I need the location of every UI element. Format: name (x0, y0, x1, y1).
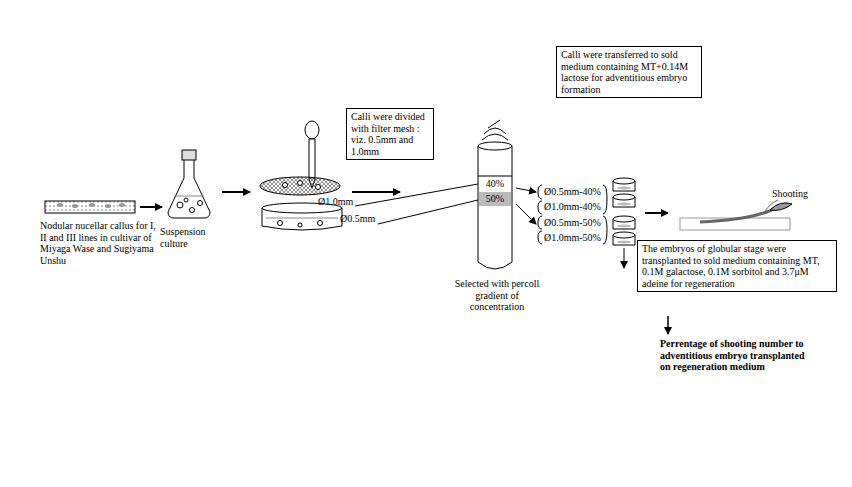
process-box: The embryos of globular stage were trans… (637, 240, 837, 292)
culture-dishes (613, 178, 635, 245)
step-label: Selected with percoll gradient of concen… (452, 278, 542, 313)
pipette-mesh-dish (260, 121, 342, 230)
result-label: Perrentage of shooting number to adventi… (660, 338, 810, 373)
flask (168, 150, 210, 218)
process-box: Calli were transferred to sold medium co… (556, 46, 702, 98)
process-box: Calli were divided with filter mesh : vi… (346, 108, 434, 160)
flask-label: Suspension culture (160, 226, 230, 249)
callus-plate (45, 201, 135, 213)
fraction-label: Ø0.5mm-50% (544, 217, 604, 229)
centrifuge-tube (478, 120, 512, 269)
fraction-label: Ø0.5mm-40% (544, 186, 604, 198)
gradient-label: 50% (479, 193, 511, 205)
callus-label: Nodular nucellar callus for I, II and II… (40, 220, 162, 266)
brackets (538, 185, 607, 244)
shooting-plantlet (680, 200, 792, 230)
step-label: Shooting (772, 188, 832, 200)
gradient-label: 40% (479, 178, 511, 190)
fraction-label: Ø1.0mm-50% (544, 232, 604, 244)
fraction-label: Ø1.0mm-40% (544, 201, 604, 213)
box-text: Calli were transferred to sold medium co… (561, 49, 697, 95)
box-text: The embryos of globular stage were trans… (642, 243, 832, 289)
size-label: Ø1.0mm (318, 196, 358, 208)
size-label: Ø0.5mm (340, 213, 380, 225)
box-text: Calli were divided with filter mesh : vi… (351, 111, 429, 157)
